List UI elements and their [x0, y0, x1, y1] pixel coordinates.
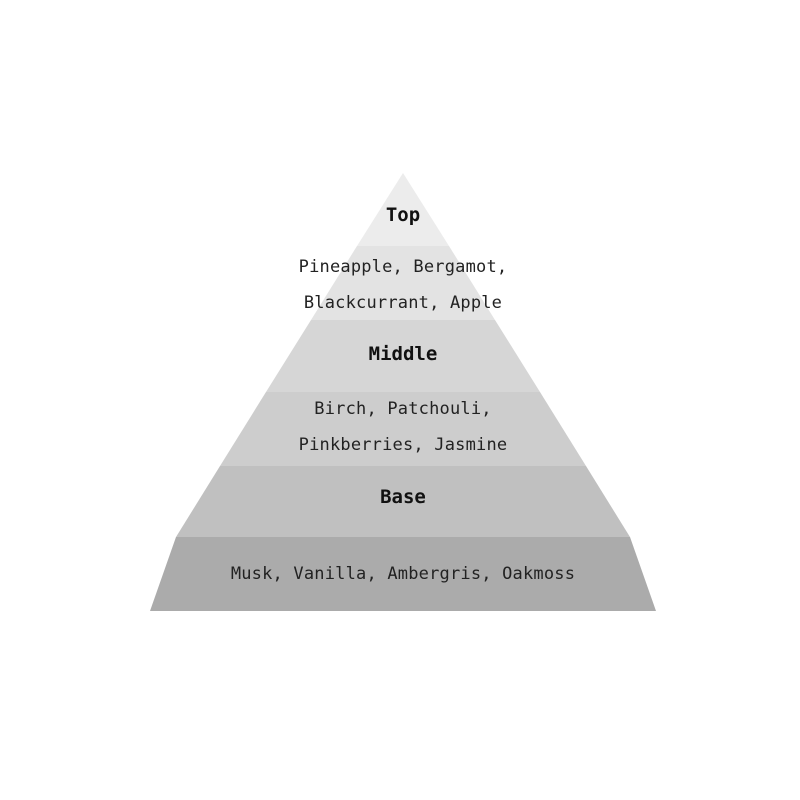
tier-middle-notes-band	[220, 392, 586, 466]
middle-notes: Birch, Patchouli, Pinkberries, Jasmine	[150, 391, 656, 463]
base-notes: Musk, Vanilla, Ambergris, Oakmoss	[150, 556, 656, 592]
tier-top-notes-band	[311, 246, 495, 320]
middle-heading: Middle	[368, 343, 438, 365]
top-notes: Pineapple, Bergamot, Blackcurrant, Apple	[150, 249, 656, 321]
top-notes-line-1: Pineapple, Bergamot,	[298, 257, 508, 277]
tier-base-band	[176, 466, 630, 537]
tier-base-notes-band	[150, 537, 656, 611]
middle-notes-line-2: Pinkberries, Jasmine	[298, 435, 508, 455]
middle-notes-line-1: Birch, Patchouli,	[314, 399, 492, 419]
tier-top-band	[357, 173, 449, 246]
base-notes-line-1: Musk, Vanilla, Ambergris, Oakmoss	[230, 564, 576, 584]
top-heading: Top	[385, 204, 421, 226]
base-heading: Base	[380, 486, 426, 508]
tier-middle-band	[266, 320, 540, 392]
top-notes-line-2: Blackcurrant, Apple	[303, 293, 503, 313]
